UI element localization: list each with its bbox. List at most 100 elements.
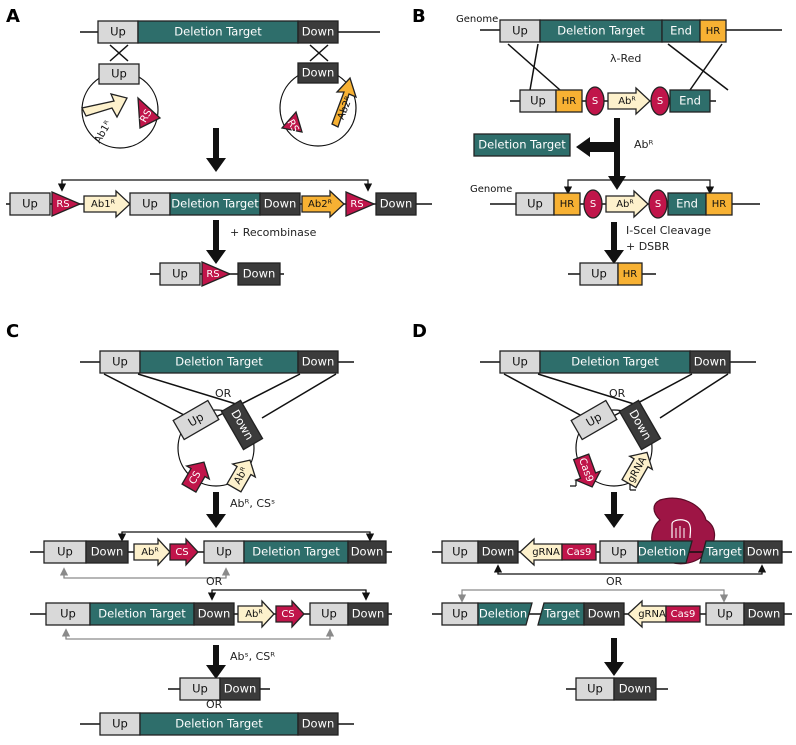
down-box — [583, 602, 625, 626]
recombination-bracket — [497, 566, 763, 575]
abr-label: Abᴿ — [616, 199, 634, 210]
panel-b-label: B — [412, 6, 426, 27]
cs-label: CS — [281, 609, 294, 620]
hr-label: HR — [706, 26, 721, 37]
ab2r-label: Ab2ᴿ — [336, 94, 355, 121]
plasmid — [575, 409, 653, 487]
down-arrow-icon — [604, 492, 624, 528]
ab1r-label: Ab1ᴿ — [93, 119, 115, 146]
down-label: Down — [264, 197, 297, 211]
end-label: End — [679, 94, 701, 108]
ab1r-label: Ab1ᴿ — [91, 199, 116, 210]
up-label: Up — [112, 355, 128, 369]
cs-cassette — [181, 461, 211, 494]
down-box — [743, 602, 785, 626]
panel-d: D Up Deletion Target Down OR Up Down Cas… — [412, 321, 792, 701]
down-label: Down — [302, 25, 335, 39]
up-label: Up — [111, 67, 127, 81]
up-label: Up — [583, 410, 604, 430]
crossover-line — [529, 43, 539, 91]
deletion-target-label: Deletion Target — [175, 355, 263, 369]
deletion-target-label: Deletion Target — [98, 607, 186, 621]
down-label: Down — [351, 545, 384, 559]
up-label: Up — [110, 25, 126, 39]
up-label: Up — [142, 197, 158, 211]
up-box — [159, 262, 201, 286]
rs-label: RS — [56, 199, 69, 210]
down-label: Down — [352, 607, 385, 621]
down-label: Down — [619, 682, 652, 696]
ab2r-cassette — [301, 189, 345, 219]
hr-box — [555, 89, 583, 113]
cs-cassette — [275, 599, 305, 629]
panel-c-label: C — [6, 321, 19, 342]
s-label: S — [592, 96, 598, 107]
down-box — [297, 712, 339, 736]
ab1r-cassette — [81, 93, 128, 119]
grna-label: gRNA — [532, 547, 560, 558]
up-label: Up — [216, 545, 232, 559]
rs-label: RS — [206, 269, 219, 280]
hr-label: HR — [712, 199, 727, 210]
up-box — [98, 63, 140, 85]
down-box — [743, 540, 783, 564]
isce1-site — [650, 86, 670, 116]
down-arrow-icon — [604, 222, 624, 264]
grna-cassette — [621, 451, 654, 489]
isce1-note: I-SceI Cleavage — [626, 224, 711, 237]
deletion-target-label: Deletion Target — [557, 24, 645, 38]
down-box — [297, 62, 339, 84]
up-box — [172, 399, 220, 441]
deletion-fragment — [477, 602, 533, 626]
rs-site — [137, 96, 162, 130]
ab2r-label: Ab2ᴿ — [308, 199, 333, 210]
up-label: Up — [611, 545, 627, 559]
down-arrow-icon — [608, 150, 626, 190]
up-label: Up — [530, 94, 546, 108]
abr-cassette — [237, 599, 275, 629]
recombination-bracket — [211, 589, 367, 598]
end-label: End — [670, 24, 692, 38]
promoter-icon — [629, 484, 636, 491]
up-label: Up — [527, 197, 543, 211]
down-box — [375, 192, 417, 216]
genome-label: Genome — [470, 184, 512, 195]
cas9-cassette — [572, 453, 602, 488]
up-label: Up — [452, 607, 468, 621]
genome-label: Genome — [456, 14, 498, 25]
crossover-line — [309, 44, 329, 62]
up-label: Up — [192, 682, 208, 696]
down-label: Down — [694, 355, 727, 369]
or-label: OR — [606, 575, 623, 588]
or-label: OR — [609, 387, 626, 400]
abs-csr-note: Abˢ, CSᴿ — [230, 650, 275, 663]
cas9-label: Cas9 — [671, 609, 696, 620]
down-box — [219, 677, 261, 701]
abr-css-note: Abᴿ, CSˢ — [230, 497, 275, 510]
down-box — [477, 540, 519, 564]
recombination-bracket — [61, 179, 373, 192]
down-box — [689, 350, 731, 374]
s-label: S — [590, 199, 596, 210]
down-label: Down — [302, 66, 335, 80]
deletion-target-label: Deletion Target — [571, 355, 659, 369]
up-label: Up — [22, 197, 38, 211]
down-arrow-icon — [206, 128, 226, 172]
crossover-line — [537, 373, 635, 405]
up-label: Up — [591, 267, 607, 281]
hr-label: HR — [562, 96, 577, 107]
recombinase-note: + Recombinase — [230, 226, 317, 239]
crossover-line — [109, 44, 129, 62]
down-box — [237, 262, 281, 286]
down-box — [347, 540, 387, 564]
deletion-target-label: Deletion Target — [175, 717, 263, 731]
down-label: Down — [482, 545, 515, 559]
lambda-red-note: λ-Red — [610, 52, 641, 65]
excised-target-box — [473, 133, 571, 157]
panel-d-label: D — [412, 321, 427, 342]
down-arrow-icon — [604, 638, 624, 676]
down-label: Down — [747, 545, 780, 559]
deletion-label: Deletion — [479, 607, 527, 621]
down-label: Down — [224, 682, 257, 696]
up-label: Up — [185, 410, 206, 430]
